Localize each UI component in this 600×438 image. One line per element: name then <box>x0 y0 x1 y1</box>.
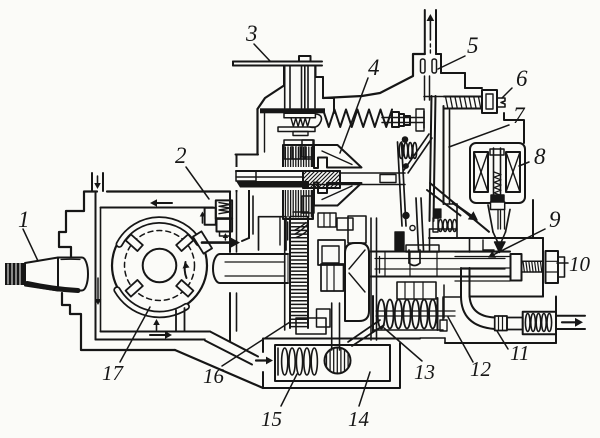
svg-text:10: 10 <box>569 252 591 276</box>
svg-text:12: 12 <box>470 357 492 381</box>
svg-text:2: 2 <box>175 143 187 168</box>
svg-text:16: 16 <box>203 364 225 388</box>
svg-text:1: 1 <box>18 207 30 232</box>
svg-text:3: 3 <box>245 21 258 46</box>
svg-text:7: 7 <box>513 103 526 128</box>
svg-text:4: 4 <box>368 55 380 80</box>
svg-text:6: 6 <box>516 66 528 91</box>
svg-text:11: 11 <box>510 341 529 365</box>
svg-text:13: 13 <box>414 360 435 384</box>
svg-text:5: 5 <box>467 33 479 58</box>
svg-text:17: 17 <box>102 361 125 385</box>
svg-text:15: 15 <box>261 407 282 431</box>
svg-text:8: 8 <box>534 144 546 169</box>
svg-text:9: 9 <box>549 207 561 232</box>
svg-text:14: 14 <box>348 407 370 431</box>
